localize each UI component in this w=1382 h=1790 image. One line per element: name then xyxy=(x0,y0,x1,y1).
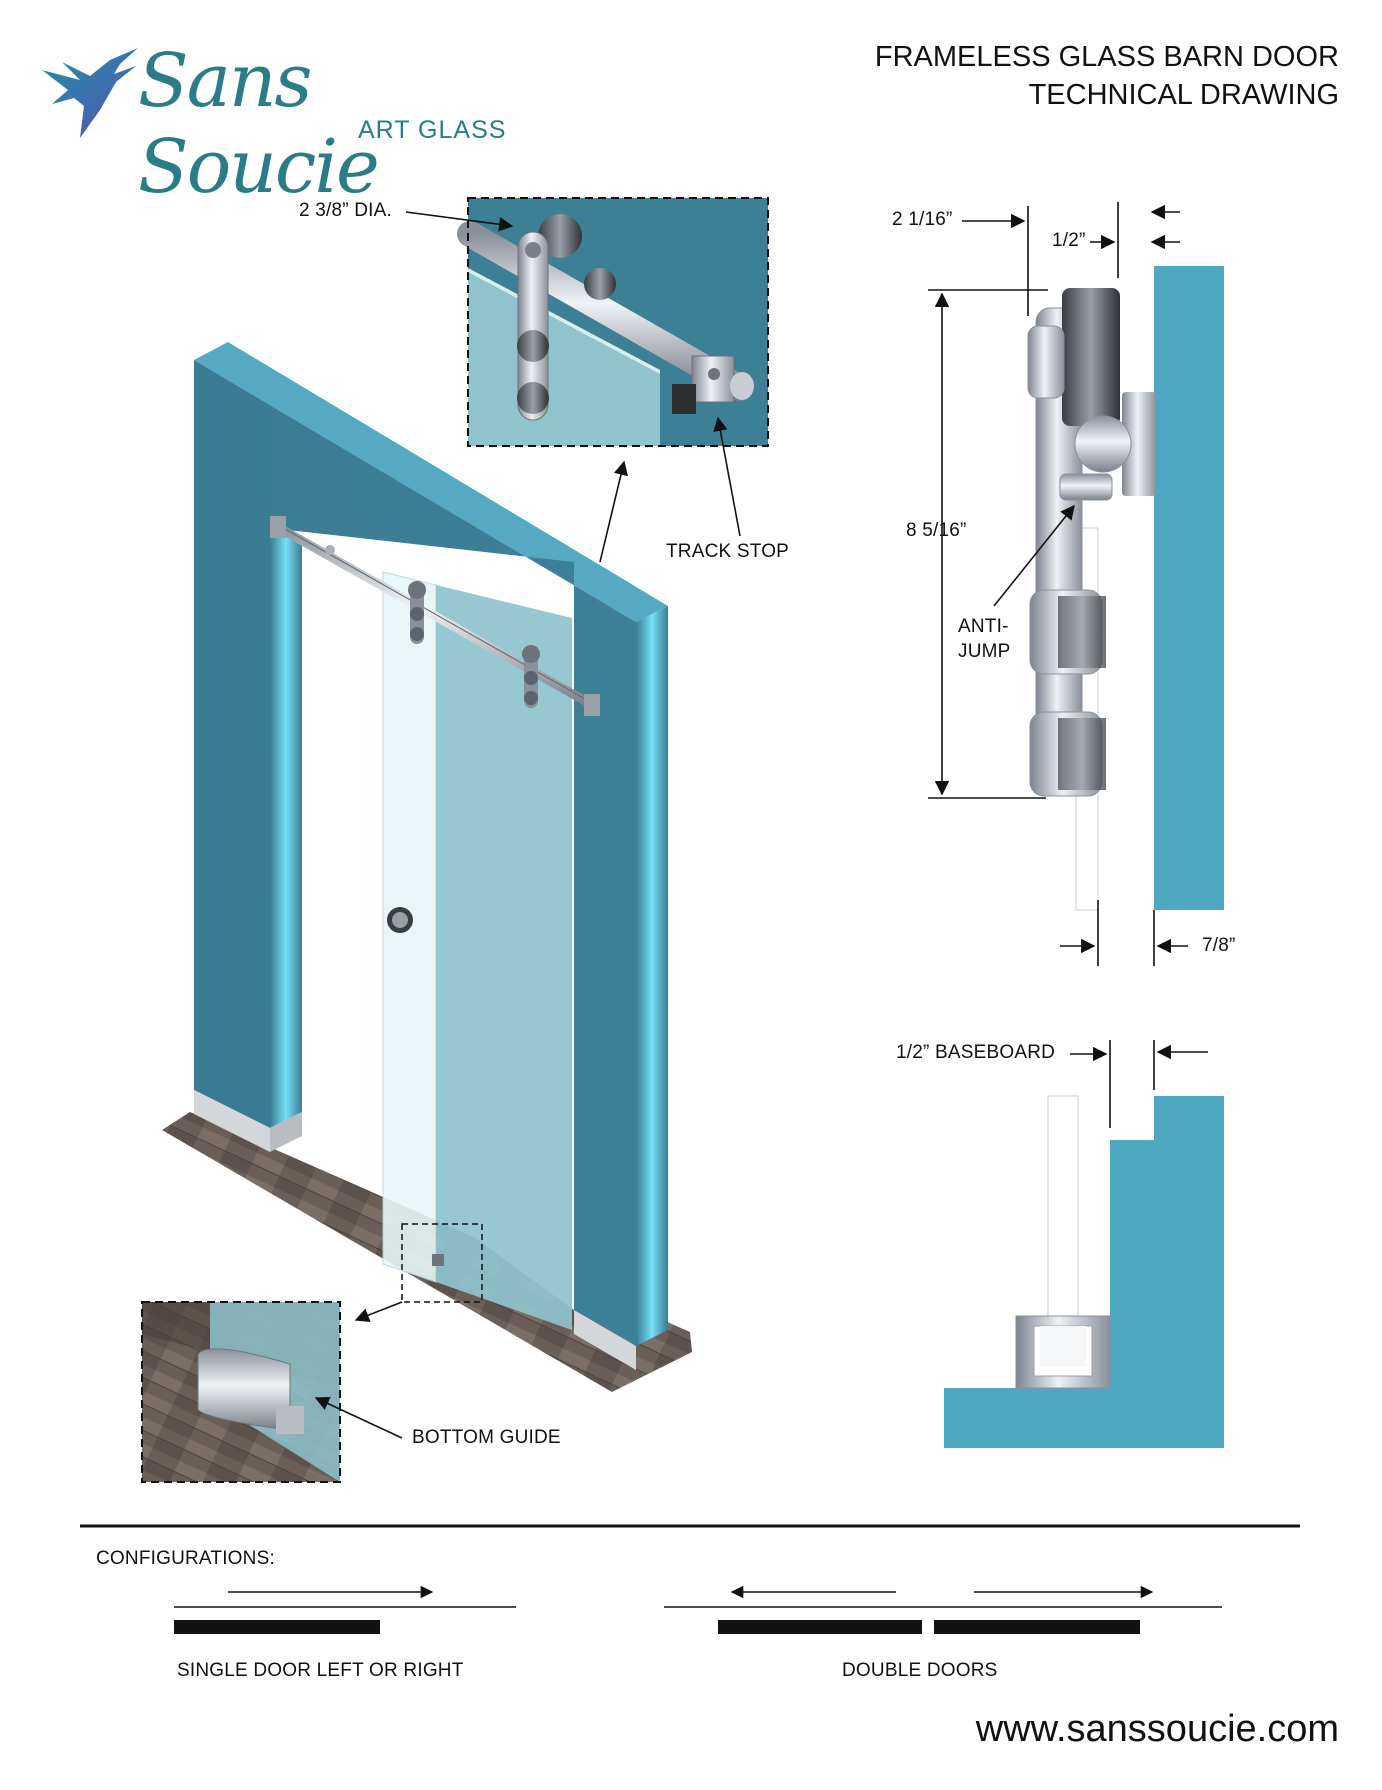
website-link[interactable]: www.sanssoucie.com xyxy=(975,1708,1339,1750)
label-track-stop: TRACK STOP xyxy=(666,541,790,562)
glass-panel xyxy=(436,585,572,1330)
label-dim-8-5-16: 8 5/16” xyxy=(906,520,967,541)
bottom-guide-inset xyxy=(141,1301,341,1483)
wall-end xyxy=(636,606,668,1346)
label-anti-jump-1: ANTI- xyxy=(958,616,1009,637)
label-dim-2-1-16: 2 1/16” xyxy=(892,209,953,230)
brand-logo[interactable]: Sans Soucie ART GLASS xyxy=(40,38,510,210)
wall-top xyxy=(194,342,668,622)
baseboard-left xyxy=(194,1090,270,1152)
track-rail xyxy=(271,521,599,711)
configurations-heading: CONFIGURATIONS: xyxy=(96,1548,275,1569)
wall-face xyxy=(194,360,636,1346)
brand-subtitle: ART GLASS xyxy=(358,116,507,144)
baseboard-section xyxy=(944,1095,1224,1448)
label-diameter: 2 3/8” DIA. xyxy=(299,200,393,221)
roller-side-section xyxy=(1027,266,1224,911)
baseboard-right xyxy=(574,1310,636,1370)
page-title-line2: TECHNICAL DRAWING xyxy=(1028,79,1339,111)
label-dim-7-8: 7/8” xyxy=(1202,935,1236,956)
hummingbird-icon xyxy=(42,48,138,138)
door-jamb-left xyxy=(270,528,302,1128)
config-single xyxy=(174,1585,516,1634)
baseboard-left-side xyxy=(270,1112,302,1152)
page-title-line1: FRAMELESS GLASS BARN DOOR xyxy=(874,41,1339,73)
roller-right xyxy=(522,645,540,708)
label-bottom-guide: BOTTOM GUIDE xyxy=(412,1427,561,1448)
isometric-door-view xyxy=(162,342,692,1392)
config-double xyxy=(664,1585,1222,1634)
bottom-guide-marker xyxy=(401,1223,483,1303)
dimension-lines xyxy=(928,202,1188,966)
track-detail-inset xyxy=(457,197,769,447)
label-baseboard: 1/2” BASEBOARD xyxy=(896,1042,1056,1063)
config-single-label: SINGLE DOOR LEFT OR RIGHT xyxy=(177,1660,464,1681)
config-double-label: DOUBLE DOORS xyxy=(842,1660,998,1681)
roller-left xyxy=(408,581,426,644)
label-dim-1-2: 1/2” xyxy=(1052,230,1086,251)
brand-name: Sans Soucie xyxy=(138,38,380,210)
label-anti-jump-2: JUMP xyxy=(958,641,1011,662)
